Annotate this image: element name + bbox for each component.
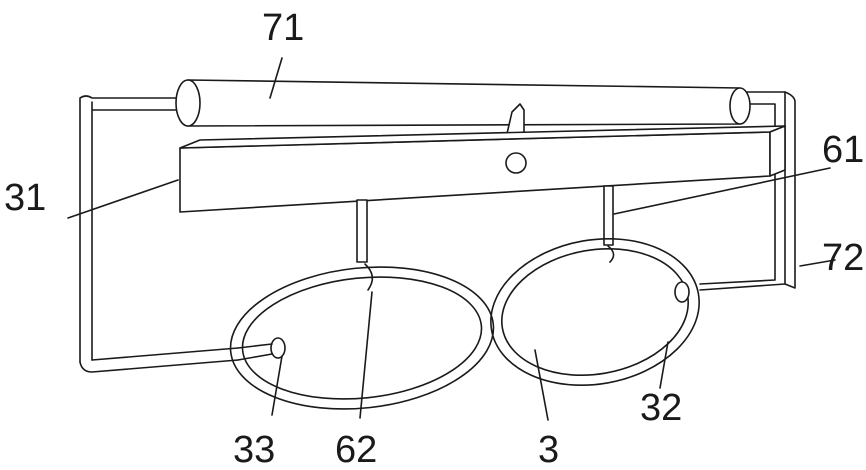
label-72: 72	[822, 237, 864, 279]
ring-left	[229, 263, 495, 410]
frame-72	[79, 91, 796, 373]
roller-71	[175, 79, 751, 139]
rods-61	[356, 185, 614, 263]
leader-lines	[67, 57, 836, 421]
beam-31	[179, 125, 786, 213]
label-32: 32	[640, 387, 682, 429]
beam-hole	[505, 152, 527, 174]
label-62: 62	[335, 429, 377, 470]
label-33: 33	[233, 429, 275, 470]
label-3: 3	[538, 429, 559, 470]
label-31: 31	[4, 177, 46, 219]
pin-33	[270, 337, 286, 359]
ring-right-32	[490, 237, 700, 387]
label-71: 71	[262, 7, 304, 49]
label-61: 61	[822, 129, 864, 171]
